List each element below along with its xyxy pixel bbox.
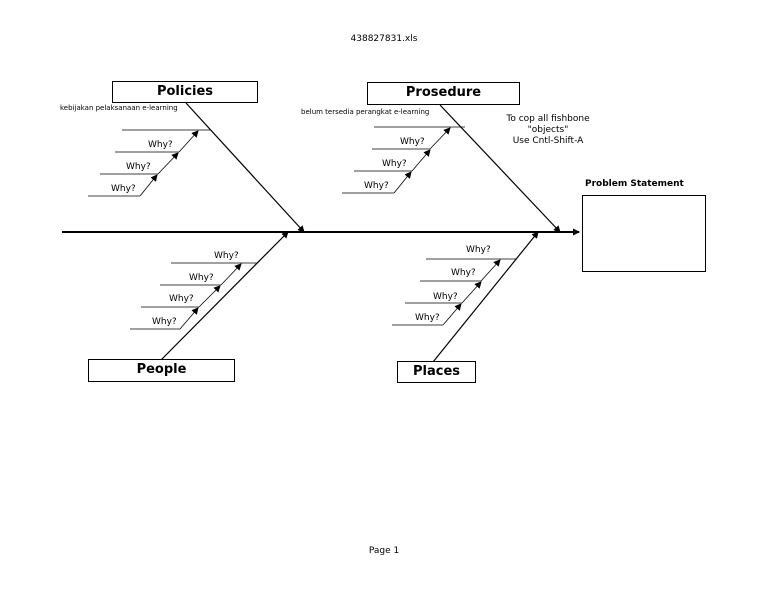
- prosedure-why-line: [411, 149, 431, 172]
- places-why-line: [461, 281, 482, 304]
- why-label: Why?: [415, 313, 440, 323]
- hint-line: To cop all fishbone: [506, 114, 590, 124]
- why-label: Why?: [152, 317, 177, 327]
- cause-prosedure: belum tersedia perangkat e-learning: [301, 108, 430, 116]
- people-bone: [160, 231, 289, 361]
- why-label: Why?: [214, 251, 239, 261]
- people-why-line: [198, 285, 221, 308]
- policies-why-line: [178, 130, 199, 153]
- why-label: Why?: [126, 162, 151, 172]
- places-why-line: [480, 259, 501, 282]
- why-label: Why?: [189, 273, 214, 283]
- prosedure-why-line: [393, 171, 412, 194]
- file-name: 438827831.xls: [350, 34, 418, 44]
- why-label: Why?: [148, 140, 173, 150]
- category-policies[interactable]: Policies: [112, 81, 258, 103]
- places-bone: [432, 231, 539, 363]
- policies-bone: [185, 102, 305, 233]
- category-people[interactable]: People: [88, 359, 235, 382]
- places-why-line: [442, 303, 462, 326]
- policies-why-line: [139, 174, 158, 197]
- copy-hint: To cop all fishbone "objects" Use Cntl-S…: [488, 114, 608, 147]
- people-why-line: [179, 307, 199, 330]
- why-label: Why?: [433, 292, 458, 302]
- cause-policies: kebijakan pelaksanaan e-learning: [60, 104, 178, 112]
- why-label: Why?: [382, 159, 407, 169]
- why-label: Why?: [111, 184, 136, 194]
- category-places[interactable]: Places: [397, 361, 476, 383]
- page-number: Page 1: [368, 546, 400, 556]
- why-label: Why?: [451, 268, 476, 278]
- people-why-line: [220, 263, 242, 286]
- hint-line: Use Cntl-Shift-A: [512, 136, 584, 146]
- category-prosedure[interactable]: Prosedure: [367, 82, 520, 105]
- why-label: Why?: [466, 245, 491, 255]
- problem-statement-box[interactable]: [582, 195, 706, 272]
- hint-line: "objects": [527, 125, 569, 135]
- prosedure-bone: [439, 104, 561, 233]
- problem-statement-title: Problem Statement: [585, 179, 684, 189]
- prosedure-why-line: [429, 127, 451, 150]
- policies-why-line: [157, 152, 179, 175]
- why-label: Why?: [169, 294, 194, 304]
- why-label: Why?: [364, 181, 389, 191]
- why-label: Why?: [400, 137, 425, 147]
